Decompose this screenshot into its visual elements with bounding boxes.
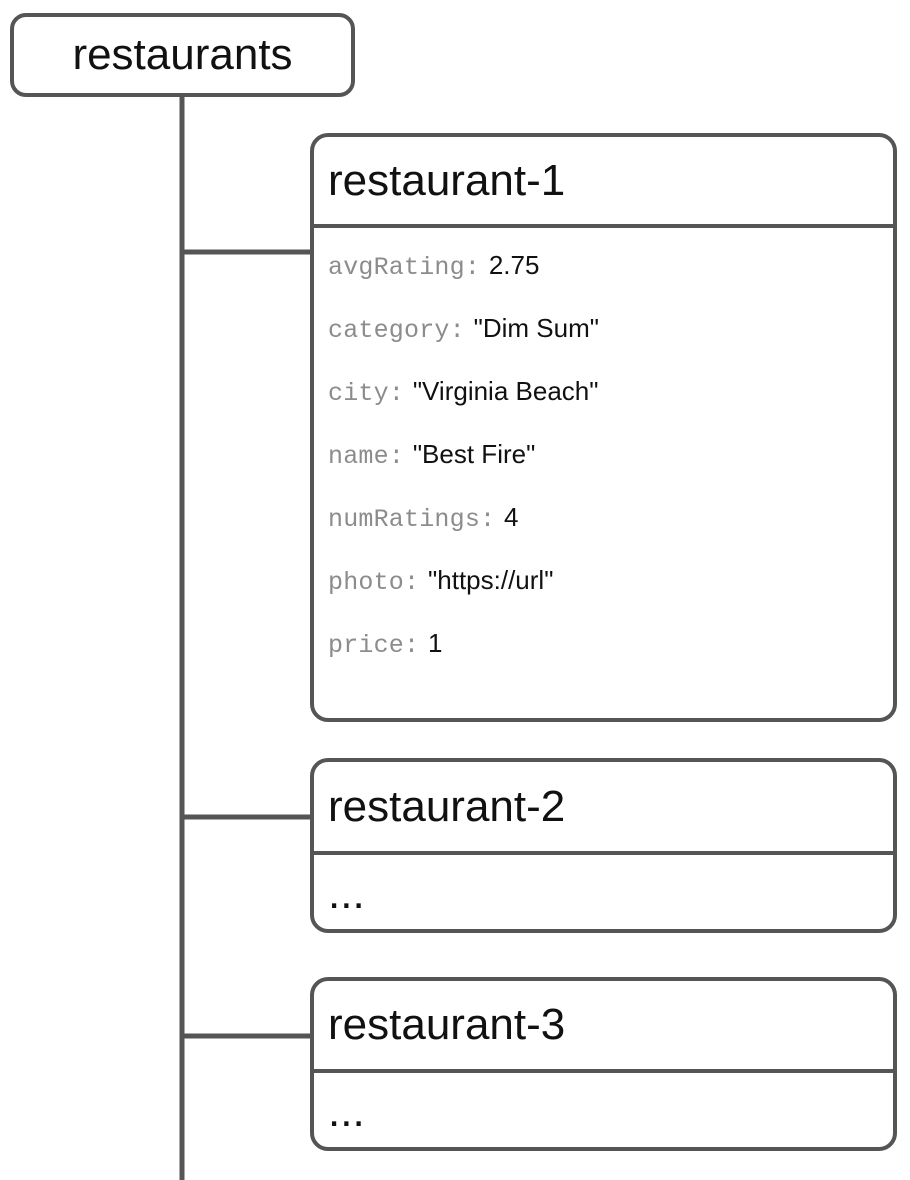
field-separator: : <box>388 379 404 408</box>
field-value: 2.75 <box>488 250 540 280</box>
field-separator: : <box>404 631 420 660</box>
field-separator: : <box>464 253 480 282</box>
field-key: photo <box>328 568 405 597</box>
root-collection-node[interactable]: restaurants <box>10 13 355 97</box>
field-row-price: price : 1 <box>328 628 879 691</box>
field-key: name <box>328 442 389 471</box>
field-row-name: name : "Best Fire" <box>328 439 879 502</box>
field-key: avgRating <box>328 253 465 282</box>
document-card-header[interactable]: restaurant-1 <box>314 137 893 228</box>
field-value: "Best Fire" <box>412 439 536 469</box>
field-row-numRatings: numRatings : 4 <box>328 502 879 565</box>
document-id-label: restaurant-2 <box>328 781 566 831</box>
ellipsis-label: ... <box>328 869 365 918</box>
field-value: "Dim Sum" <box>473 313 599 343</box>
document-card-restaurant-1[interactable]: restaurant-1 avgRating : 2.75 category :… <box>310 133 897 722</box>
field-separator: : <box>449 316 465 345</box>
field-value: 4 <box>504 502 519 532</box>
field-row-category: category : "Dim Sum" <box>328 313 879 376</box>
field-separator: : <box>404 568 420 597</box>
document-collapsed-body: ... <box>314 1073 893 1147</box>
ellipsis-label: ... <box>328 1087 365 1136</box>
field-key: price <box>328 631 405 660</box>
field-separator: : <box>388 442 404 471</box>
field-key: city <box>328 379 389 408</box>
field-value: "Virginia Beach" <box>412 376 599 406</box>
field-row-photo: photo : "https://url" <box>328 565 879 628</box>
document-card-restaurant-3[interactable]: restaurant-3 ... <box>310 977 897 1151</box>
document-card-header[interactable]: restaurant-3 <box>314 981 893 1073</box>
document-card-header[interactable]: restaurant-2 <box>314 762 893 855</box>
field-key: category <box>328 316 450 345</box>
document-card-restaurant-2[interactable]: restaurant-2 ... <box>310 758 897 933</box>
field-separator: : <box>480 505 496 534</box>
root-collection-label: restaurants <box>72 30 293 79</box>
document-id-label: restaurant-1 <box>328 155 566 205</box>
field-row-city: city : "Virginia Beach" <box>328 376 879 439</box>
document-id-label: restaurant-3 <box>328 1000 566 1049</box>
document-collapsed-body: ... <box>314 855 893 929</box>
document-fields-list: avgRating : 2.75 category : "Dim Sum" ci… <box>314 228 893 691</box>
field-value: "https://url" <box>428 565 554 595</box>
field-value: 1 <box>428 628 443 658</box>
field-row-avgRating: avgRating : 2.75 <box>328 250 879 313</box>
field-key: numRatings <box>328 505 481 534</box>
